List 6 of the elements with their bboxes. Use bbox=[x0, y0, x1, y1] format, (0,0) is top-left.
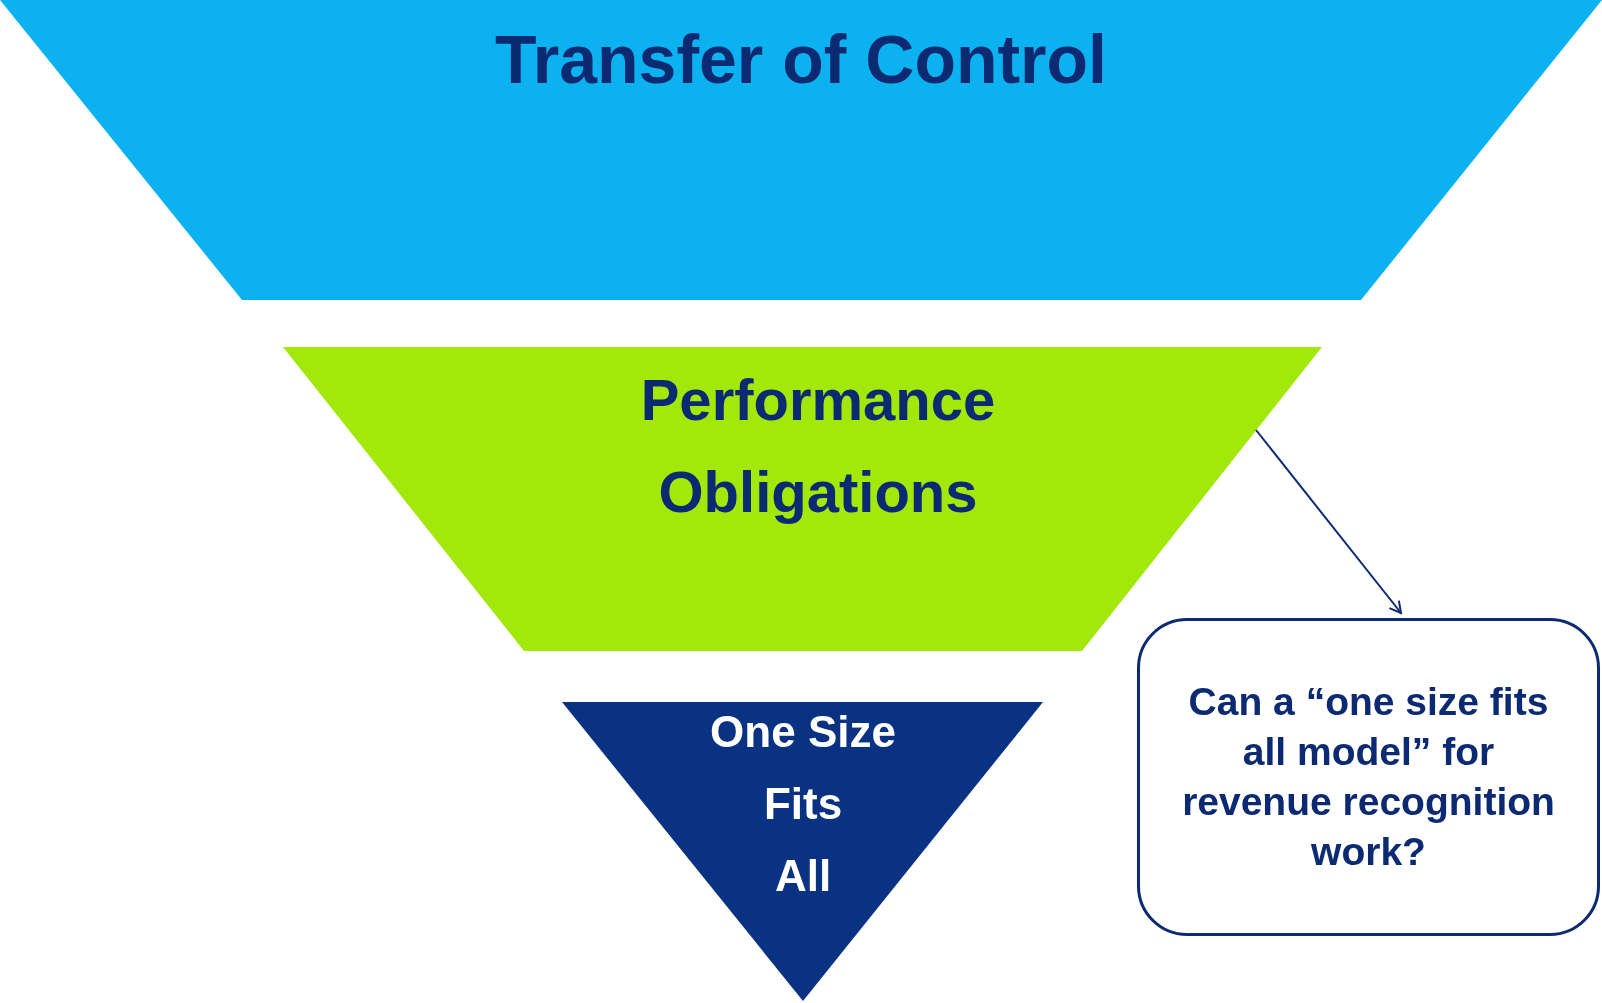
band-label: One Size Fits All bbox=[710, 707, 896, 900]
callout-question: Can a “one size fits all model” for revenue recognition work? bbox=[1181, 679, 1556, 875]
arrow bbox=[1255, 429, 1402, 614]
band-label: Performance Obligations bbox=[640, 367, 996, 524]
band-label: Transfer of Control bbox=[494, 21, 1107, 97]
callout-box bbox=[1137, 618, 1600, 936]
